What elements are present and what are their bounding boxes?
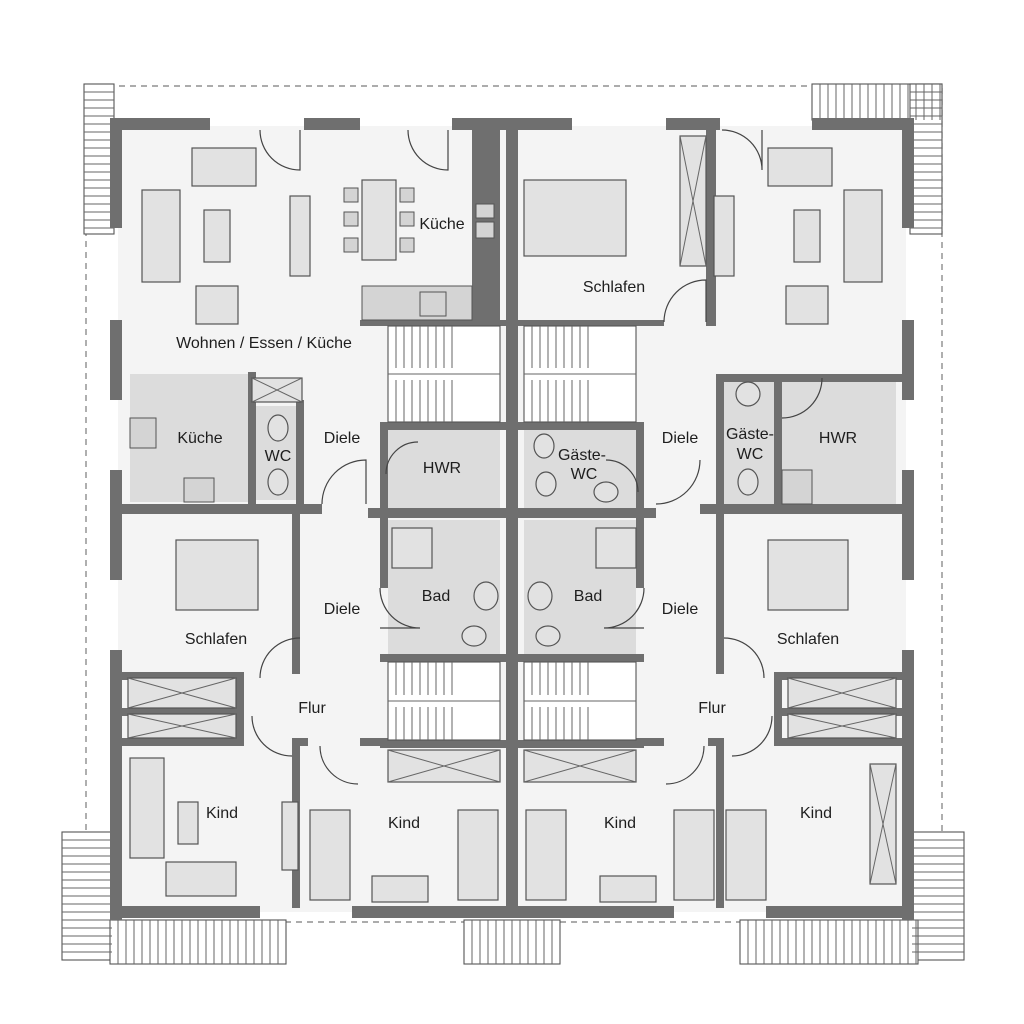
room-label: Gäste-	[726, 426, 774, 443]
doors	[251, 129, 823, 785]
room-label: Küche	[419, 216, 464, 233]
furniture	[129, 147, 883, 903]
wardrobes	[127, 135, 897, 885]
staircases	[387, 325, 637, 741]
drawing-line	[679, 135, 707, 267]
room-label: Gäste-	[558, 447, 606, 464]
drawing-line	[127, 677, 237, 709]
drawing-line	[787, 713, 897, 739]
terrace-strips	[61, 83, 965, 965]
room-label: HWR	[819, 430, 857, 447]
drawing-line	[251, 377, 303, 403]
room-label: Bad	[422, 588, 450, 605]
room-label: Schlafen	[185, 631, 247, 648]
room-label: Diele	[662, 601, 699, 618]
room-label: Schlafen	[583, 279, 645, 296]
room-label: Flur	[698, 700, 726, 717]
drawing-line	[387, 749, 501, 783]
room-label: Kind	[388, 815, 420, 832]
drawing-line	[869, 763, 897, 885]
room-label: HWR	[423, 460, 461, 477]
room-label: Bad	[574, 588, 602, 605]
walls	[110, 118, 914, 920]
room-label: WC	[571, 466, 598, 483]
room-label: Kind	[604, 815, 636, 832]
room-label: Flur	[298, 700, 326, 717]
room-label: Schlafen	[777, 631, 839, 648]
room-label: Diele	[324, 430, 361, 447]
room-labels: Wohnen / Essen / Küche Küche Küche WC Di…	[176, 216, 857, 832]
room-label: Wohnen / Essen / Küche	[176, 335, 352, 352]
drawing-line	[787, 677, 897, 709]
drawing-line	[127, 713, 237, 739]
room-label: WC	[737, 446, 764, 463]
room-label: Kind	[800, 805, 832, 822]
room-label: Diele	[662, 430, 699, 447]
room-label: Diele	[324, 601, 361, 618]
room-label: Küche	[177, 430, 222, 447]
drawing-line	[523, 749, 637, 783]
room-label: WC	[265, 448, 292, 465]
room-label: Kind	[206, 805, 238, 822]
